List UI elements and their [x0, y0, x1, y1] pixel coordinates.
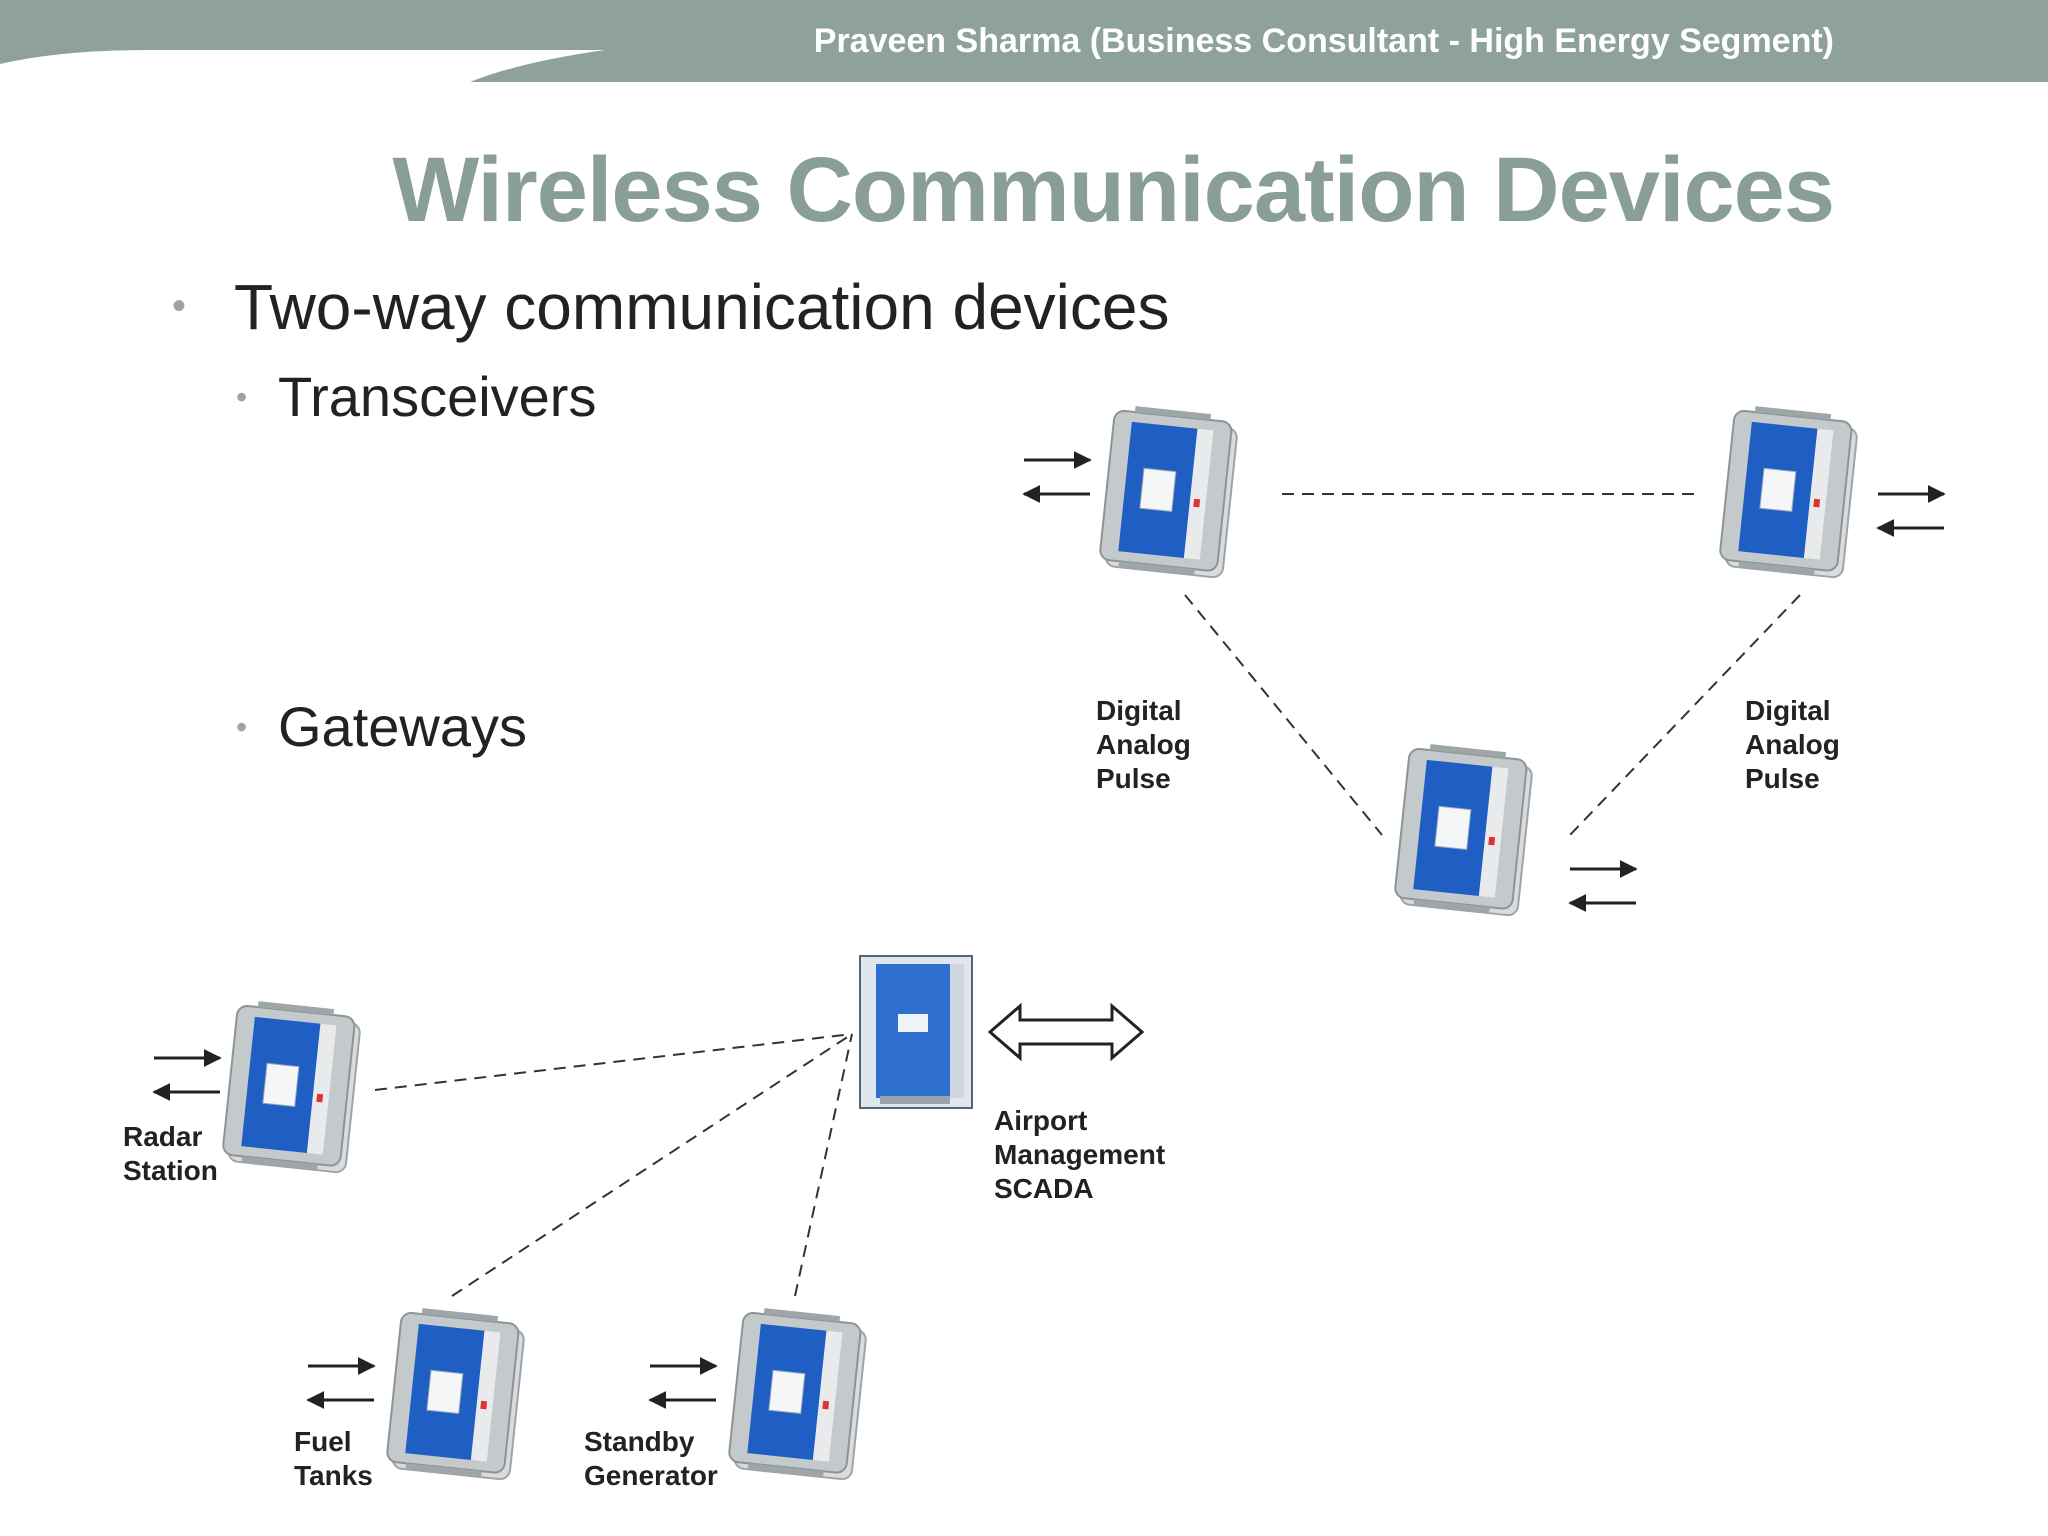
bullet-transceivers: • Transceivers: [236, 364, 596, 429]
transceiver-device-icon: [220, 998, 363, 1175]
node-label-standby-generator: Standby Generator: [584, 1426, 718, 1491]
presenter-name: Praveen Sharma (Business Consultant - Hi…: [813, 22, 1834, 60]
bullet-text: Gateways: [278, 695, 527, 758]
transceiver-device-icon: [1717, 403, 1860, 580]
signal-types-label-left: Digital Analog Pulse: [1096, 695, 1191, 794]
bidirectional-arrows-icon: [152, 1049, 222, 1101]
bullet-dot-icon: •: [172, 283, 187, 328]
bidirectional-arrows-icon: [1876, 485, 1946, 537]
signal-types-label-right: Digital Analog Pulse: [1745, 695, 1840, 794]
node-label-radar-station: Radar Station: [123, 1121, 218, 1186]
dashed-link: [794, 1033, 853, 1297]
node-label-fuel-tanks: Fuel Tanks: [294, 1426, 373, 1491]
dashed-link: [374, 1033, 853, 1091]
dashed-link: [1184, 594, 1383, 836]
bullet-text: Two-way communication devices: [234, 271, 1170, 343]
dashed-link: [451, 1033, 853, 1297]
transceiver-device-icon: [1392, 741, 1535, 918]
bullet-gateways: • Gateways: [236, 694, 527, 759]
double-headed-arrow-icon: [987, 1002, 1145, 1062]
bullet-level1: • Two-way communication devices: [172, 270, 1169, 344]
slide-title: Wireless Communication Devices: [392, 139, 1835, 241]
dashed-link: [1569, 594, 1801, 836]
bidirectional-arrows-icon: [306, 1357, 376, 1409]
transceiver-device-icon: [726, 1305, 869, 1482]
transceiver-device-icon: [384, 1305, 527, 1482]
bidirectional-arrows-icon: [1568, 860, 1638, 912]
bidirectional-arrows-icon: [1022, 451, 1092, 503]
transceiver-device-icon: [1097, 403, 1240, 580]
bullet-text: Transceivers: [278, 365, 597, 428]
header-band: [0, 0, 2048, 82]
bullet-dot-icon: •: [236, 708, 248, 745]
gateway-device-icon: [859, 955, 973, 1109]
gateway-label: Airport Management SCADA: [994, 1105, 1166, 1204]
bullet-dot-icon: •: [236, 378, 248, 415]
bidirectional-arrows-icon: [648, 1357, 718, 1409]
